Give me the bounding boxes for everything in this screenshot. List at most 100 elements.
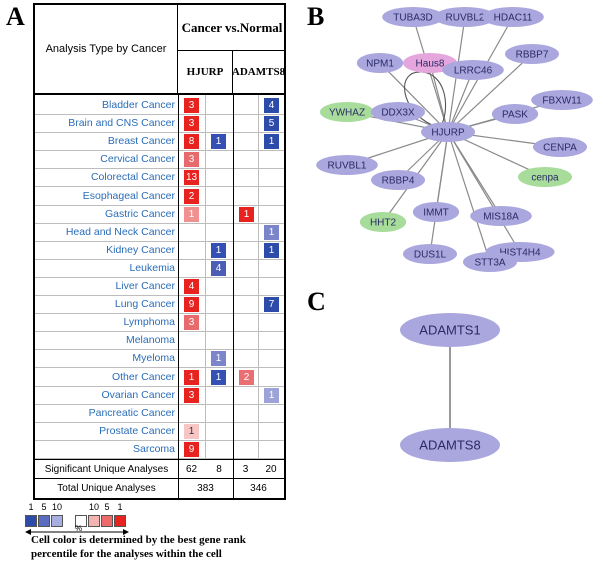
table-row: Melanoma <box>35 332 284 351</box>
network-node[interactable]: RUVBL2 <box>434 7 496 27</box>
panel-label-a: A <box>6 2 25 31</box>
analysis-count-cell[interactable]: 4 <box>264 98 279 113</box>
node-ellipse <box>359 212 407 232</box>
node-label: YWHAZ <box>329 108 365 119</box>
network-node[interactable]: RBBP4 <box>371 170 425 190</box>
analysis-count-cell[interactable]: 3 <box>184 152 199 168</box>
table-row: Leukemia 4 <box>35 260 284 278</box>
node-label: HDAC11 <box>494 13 533 24</box>
node-ellipse <box>400 313 500 347</box>
network-node[interactable]: HJURP <box>421 122 475 142</box>
network-node[interactable]: RUVBL1 <box>316 155 378 175</box>
cancer-type-link[interactable]: Colorectal Cancer <box>90 171 175 184</box>
cancer-type-link[interactable]: Esophageal Cancer <box>82 189 175 202</box>
cancer-type-link[interactable]: Liver Cancer <box>115 280 175 292</box>
cancer-type-link[interactable]: Breast Cancer <box>107 135 175 148</box>
analysis-count-cell[interactable]: 1 <box>211 134 226 150</box>
network-node[interactable]: DUS1L <box>403 244 457 264</box>
analysis-count-cell[interactable]: 1 <box>211 351 226 367</box>
cancer-type-link[interactable]: Head and Neck Cancer <box>65 225 175 238</box>
cancer-type-link[interactable]: Melanoma <box>125 334 175 347</box>
table-row: Liver Cancer 4 <box>35 278 284 296</box>
analysis-count-cell[interactable]: 1 <box>264 224 279 240</box>
analysis-count-cell[interactable]: 2 <box>239 369 254 385</box>
cancer-type-link[interactable]: Prostate Cancer <box>99 424 175 437</box>
analysis-count-cell[interactable]: 3 <box>184 98 199 113</box>
network-node[interactable]: HHT2 <box>359 212 407 232</box>
significant-adamts8-down: 20 <box>265 464 277 475</box>
cancer-type-link[interactable]: Myeloma <box>132 352 175 365</box>
analysis-count-cell[interactable]: 2 <box>184 188 199 204</box>
table-row: Sarcoma 9 <box>35 441 284 459</box>
network-node[interactable]: LRRC46 <box>442 60 504 80</box>
node-ellipse <box>371 102 425 122</box>
network-node[interactable]: TUBA3D <box>382 7 444 27</box>
cancer-type-link[interactable]: Gastric Cancer <box>104 207 175 220</box>
analysis-count-cell[interactable]: 3 <box>184 387 199 403</box>
network-node[interactable]: STT3A <box>463 252 517 272</box>
cancer-type-link[interactable]: Bladder Cancer <box>102 99 175 111</box>
node-ellipse <box>531 90 593 110</box>
analysis-count-cell[interactable]: 1 <box>264 242 279 258</box>
cancer-type-link[interactable]: Lymphoma <box>123 316 175 329</box>
network-node[interactable]: NPM1 <box>356 53 404 73</box>
analysis-count-cell[interactable]: 13 <box>184 170 199 186</box>
cancer-type-link[interactable]: Cervical Cancer <box>100 153 175 166</box>
analysis-count-cell[interactable]: 9 <box>184 441 199 457</box>
legend-number: 10 <box>51 502 62 512</box>
analysis-count-cell[interactable]: 1 <box>239 206 254 222</box>
analysis-count-cell[interactable]: 1 <box>184 369 199 385</box>
node-label: RBBP4 <box>382 176 415 187</box>
network-node[interactable]: ADAMTS1 <box>400 313 500 347</box>
analysis-count-cell[interactable]: 1 <box>211 369 226 385</box>
analysis-count-cell[interactable]: 1 <box>184 206 199 222</box>
analysis-count-cell[interactable]: 3 <box>184 116 199 132</box>
cancer-type-link[interactable]: Other Cancer <box>111 370 175 383</box>
analysis-count-cell[interactable]: 4 <box>184 279 199 294</box>
cancer-type-link[interactable]: Lung Cancer <box>114 298 175 311</box>
network-node[interactable]: CENPA <box>533 137 587 157</box>
analysis-count-cell[interactable]: 5 <box>264 116 279 132</box>
network-node[interactable]: IMMT <box>412 202 460 222</box>
significant-analyses-row: Significant Unique Analyses 62 8 3 20 <box>35 459 284 479</box>
cancer-type-link[interactable]: Pancreatic Cancer <box>88 406 175 419</box>
node-label: HIST4H4 <box>499 248 541 259</box>
network-edge <box>429 131 449 255</box>
table-row: Bladder Cancer 3 4 <box>35 97 284 115</box>
network-node[interactable]: cenpa <box>518 167 572 187</box>
analysis-count-cell[interactable]: 1 <box>184 423 199 439</box>
network-node[interactable]: HDAC11 <box>482 7 544 27</box>
analysis-count-cell[interactable]: 1 <box>264 387 279 403</box>
cancer-type-link[interactable]: Ovarian Cancer <box>101 388 175 401</box>
node-ellipse <box>482 7 544 27</box>
node-label: MIS18A <box>483 212 519 223</box>
analysis-count-cell[interactable]: 3 <box>184 315 199 331</box>
legend-swatch <box>51 515 63 527</box>
network-node[interactable]: RBBP7 <box>505 44 559 64</box>
network-node[interactable]: ADAMTS8 <box>400 428 500 462</box>
cancer-type-link[interactable]: Sarcoma <box>132 442 175 455</box>
analysis-count-cell[interactable]: 7 <box>264 297 279 313</box>
network-node[interactable]: MIS18A <box>470 206 532 226</box>
analysis-count-cell[interactable]: 1 <box>264 134 279 150</box>
analysis-count-cell[interactable]: 4 <box>211 260 226 276</box>
network-node[interactable]: YWHAZ <box>320 102 374 122</box>
table-row: Prostate Cancer 1 <box>35 423 284 441</box>
analysis-count-cell[interactable]: 9 <box>184 297 199 313</box>
legend-swatch <box>75 515 87 527</box>
cancer-type-link[interactable]: Brain and CNS Cancer <box>68 117 175 130</box>
legend-arrow <box>25 529 129 535</box>
analysis-count-cell[interactable]: 8 <box>184 134 199 150</box>
node-label: STT3A <box>474 258 505 269</box>
analysis-count-cell[interactable]: 1 <box>211 242 226 258</box>
network-node[interactable]: DDX3X <box>371 102 425 122</box>
network-node[interactable]: FBXW11 <box>531 90 593 110</box>
legend-swatch <box>88 515 100 527</box>
network-node[interactable]: PASK <box>491 104 539 124</box>
cancer-type-link[interactable]: Leukemia <box>129 261 175 274</box>
comparison-header: Cancer vs.Normal <box>178 5 286 51</box>
cancer-analysis-table: Analysis Type by Cancer Cancer vs.Normal… <box>33 3 286 500</box>
cancer-type-link[interactable]: Kidney Cancer <box>106 243 175 256</box>
significant-hjurp-up: 62 <box>185 464 198 475</box>
table-row: Gastric Cancer 1 1 <box>35 206 284 224</box>
